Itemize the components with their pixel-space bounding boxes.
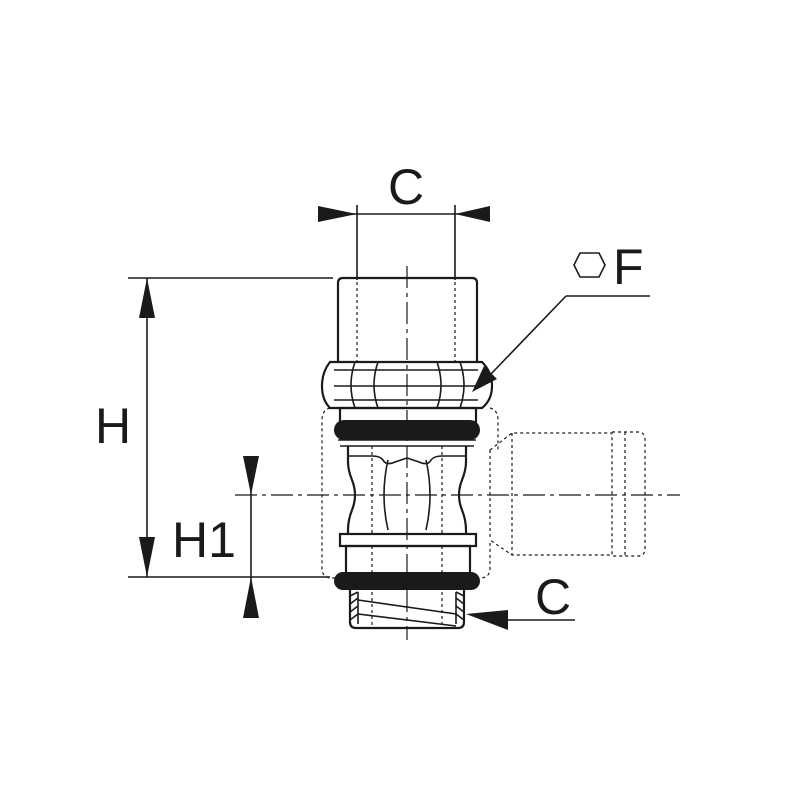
lower-shoulder xyxy=(344,544,472,576)
top-body xyxy=(336,276,479,362)
threaded-shank xyxy=(348,590,466,630)
dimension-f-hex: F xyxy=(472,239,650,392)
dimension-c-top: C xyxy=(318,159,490,280)
arrow-h-bottom xyxy=(139,537,155,577)
dimension-c-bottom: C xyxy=(466,569,575,630)
arrow-f-leader xyxy=(472,366,497,392)
dimension-h1: H1 xyxy=(172,456,259,618)
swivel-housing-hidden xyxy=(321,407,646,579)
arrow-h-top xyxy=(139,278,155,318)
stem xyxy=(346,446,468,534)
arrow-h1-bottom xyxy=(243,577,259,618)
arrow-h1-top xyxy=(243,456,259,495)
collar xyxy=(338,406,478,424)
arrow-c-top-right xyxy=(455,206,490,222)
dimension-h: H xyxy=(95,277,333,578)
hex-nut xyxy=(320,360,494,410)
lower-o-ring xyxy=(334,572,480,590)
label-c-bottom: C xyxy=(535,569,571,625)
lower-collar xyxy=(338,532,478,548)
label-h: H xyxy=(95,398,131,454)
upper-o-ring xyxy=(334,420,480,440)
label-h1: H1 xyxy=(172,512,236,568)
arrow-c-top-left xyxy=(318,206,357,222)
hexagon-icon xyxy=(573,252,606,278)
label-f: F xyxy=(613,239,644,295)
arrow-c-bottom xyxy=(466,610,508,630)
label-c-top: C xyxy=(388,159,424,215)
